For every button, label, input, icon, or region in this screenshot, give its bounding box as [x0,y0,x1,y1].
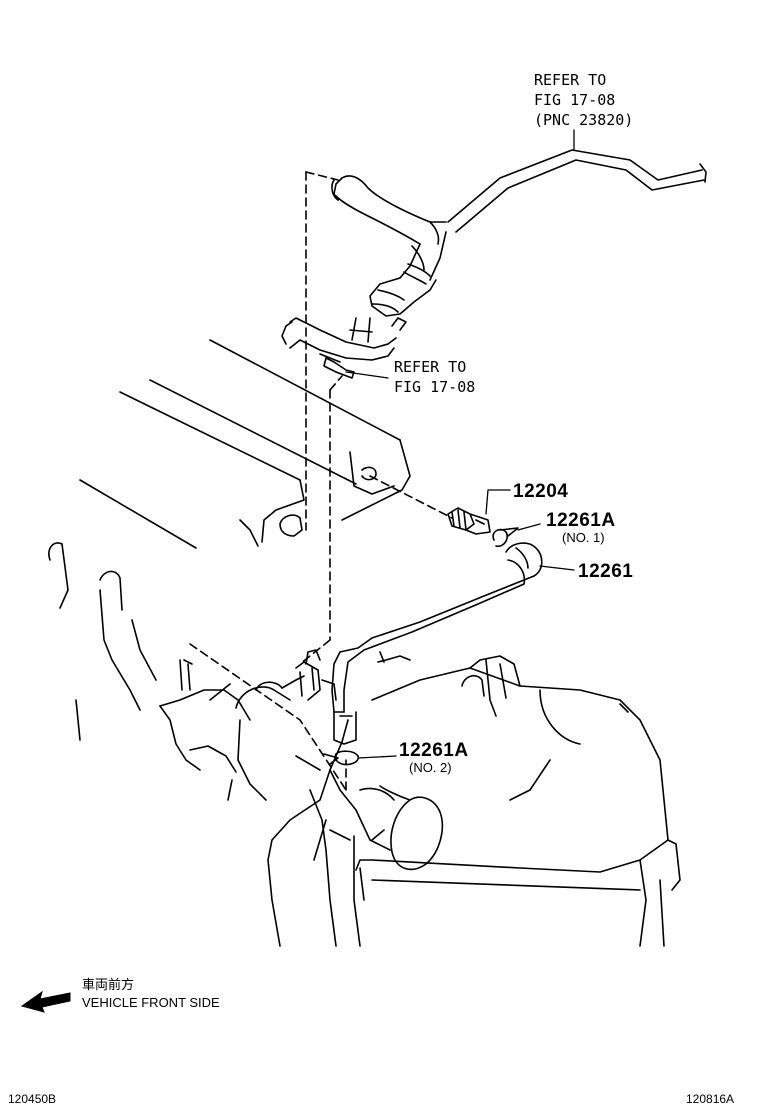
pcv-hose-12261 [331,542,543,745]
part-number-12261a-no1: 12261A [546,510,616,531]
figure-code-left: 120450B [8,1092,57,1106]
vehicle-front-en: VEHICLE FRONT SIDE [82,995,220,1010]
upper-hose-assembly [281,149,707,379]
vehicle-front-jp: 車両前方 [82,977,135,992]
leader-lines [345,129,575,759]
part-number-12204: 12204 [513,481,569,502]
part-number-12261a-no2: 12261A [399,740,469,761]
arrow-left-icon [20,990,71,1013]
part-number-12261: 12261 [578,561,634,582]
refer-top-line3: (PNC 23820) [534,111,634,129]
refer-top-line2: FIG 17-08 [534,91,616,109]
refer-top-line1: REFER TO [534,71,607,89]
figure-code-right: 120816A [686,1092,735,1106]
pcv-valve-12204 [447,507,491,535]
clip-12261a-no1 [492,527,519,548]
part-note-no1: (NO. 1) [562,530,605,545]
refer-mid-line1: REFER TO [394,358,467,376]
refer-mid-line2: FIG 17-08 [394,378,476,396]
part-note-no2: (NO. 2) [409,760,452,775]
clip-12261a-no2 [323,750,360,766]
engine-outline [48,171,681,947]
